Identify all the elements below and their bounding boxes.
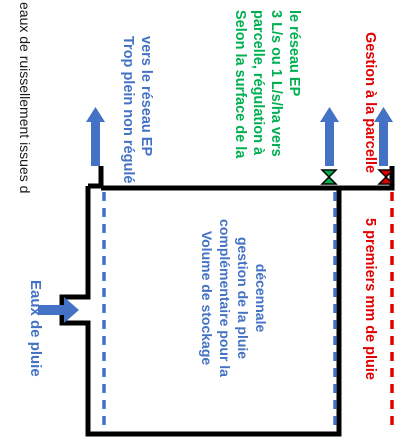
regulated-label: Selon la surface de la parcelle, régulat… <box>232 10 302 159</box>
inflow-label: Eaux de pluie <box>27 280 44 377</box>
svg-text:complémentaire pour la: complémentaire pour la <box>217 219 233 377</box>
svg-text:le réseau EP: le réseau EP <box>286 10 302 97</box>
inflow-arrow <box>38 297 79 323</box>
svg-text:parcelle, régulation à: parcelle, régulation à <box>250 10 266 156</box>
parcel-valve-icon <box>377 169 395 185</box>
parcel-label: Gestion à la parcelle <box>362 32 378 173</box>
svg-text:Selon la surface de la: Selon la surface de la <box>232 10 248 159</box>
overflow-label: Trop plein non régulé vers le réseau EP <box>120 36 154 183</box>
regulator-valve-icon <box>320 169 338 185</box>
overflow-arrow-up <box>86 107 105 166</box>
svg-text:Trop plein non régulé: Trop plein non régulé <box>120 36 136 183</box>
top-caption: eaux de ruissellement issues d <box>17 2 33 193</box>
tank-walls <box>59 166 395 437</box>
parcel-arrow-up <box>374 107 393 166</box>
svg-text:3 L/s ou 1 L/s/ha vers: 3 L/s ou 1 L/s/ha vers <box>268 10 284 157</box>
first-mm-label: 5 premiers mm de pluie <box>362 218 378 380</box>
svg-text:gestion de la pluie: gestion de la pluie <box>235 237 251 359</box>
svg-text:vers le réseau EP: vers le réseau EP <box>138 36 154 156</box>
svg-text:décennale: décennale <box>253 264 269 333</box>
svg-text:Volume de stockage: Volume de stockage <box>199 231 215 366</box>
storage-label: Volume de stockage complémentaire pour l… <box>199 219 269 377</box>
regulated-arrow-up <box>320 107 339 166</box>
tank-outline <box>59 166 395 437</box>
overflow-spout <box>88 166 104 189</box>
